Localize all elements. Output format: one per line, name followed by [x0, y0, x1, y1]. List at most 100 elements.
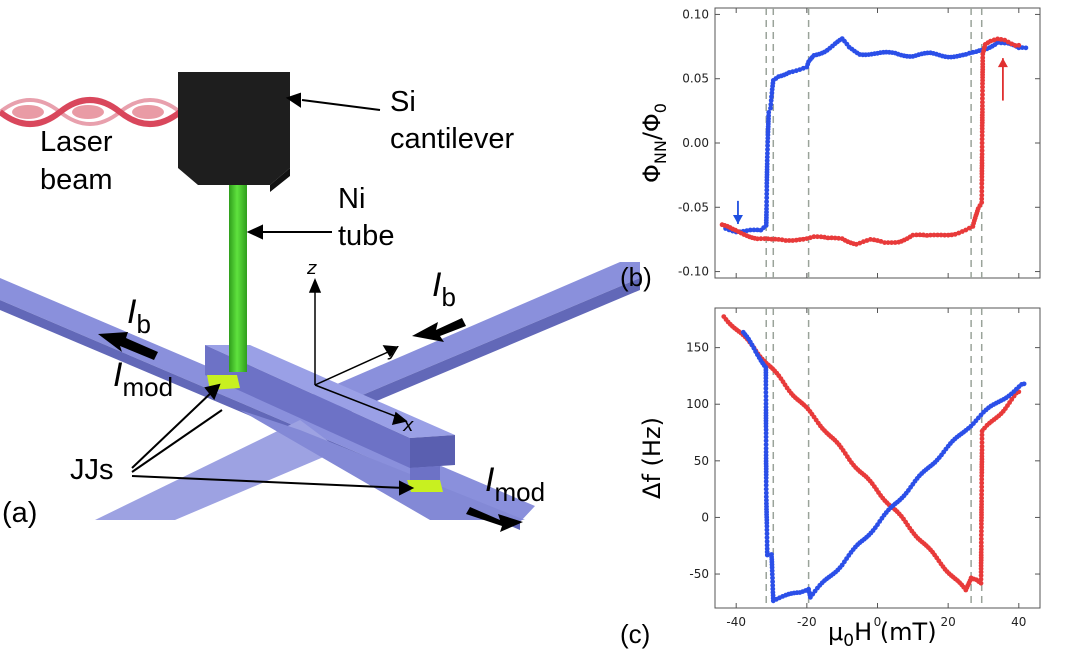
chart-c-series-0-point — [979, 480, 985, 486]
chart-b-series-1-point — [790, 238, 796, 243]
chart-b-series-1-point — [980, 96, 985, 101]
chart-c-ytick-label-1: 100 — [686, 397, 709, 411]
chart-c-xtick-label-4: 40 — [1011, 615, 1026, 629]
chart-b-series-0-point — [765, 139, 771, 145]
chart-c-series-1-point — [764, 531, 770, 537]
chart-b-series-1-point — [979, 151, 985, 157]
chart-b-series-1-point — [979, 200, 985, 205]
current-imod-left-label: Imod — [113, 356, 174, 402]
chart-b-ytick-label-2: 0.00 — [682, 136, 709, 150]
chart-c-series-1-point — [763, 430, 769, 436]
chart-b-series-1-point — [878, 239, 884, 244]
chart-b-series-1-point — [938, 232, 944, 238]
chart-b-series-1-point — [980, 103, 985, 109]
current-imod-right-label: Imod — [485, 461, 546, 507]
chart-c-series-1-point — [764, 539, 770, 544]
chart-b-series-1-point — [832, 235, 838, 241]
chart-b-series-1-point — [980, 92, 985, 98]
chart-b-series-1-point — [769, 236, 774, 242]
chart-b-series-1-point — [979, 192, 985, 198]
cantilever-shade — [270, 168, 290, 192]
chart-b-series-1-point — [988, 38, 993, 44]
chart-c-series-0-point — [978, 573, 984, 578]
chart-b-series-1-point — [980, 99, 985, 105]
modulation-strip-front — [240, 410, 525, 520]
chart-c-ytick-label-4: -50 — [689, 567, 709, 581]
chart-c-series-0-point — [979, 525, 984, 530]
chart-b-arrow-head-0 — [732, 215, 743, 224]
chart-c-xtick-label-2: 0 — [874, 615, 882, 629]
chart-b-series-1-point — [885, 240, 891, 246]
chart-b-series-0-point — [764, 199, 769, 205]
chart-c-series-1-point — [764, 542, 770, 548]
chart-c-series-0-point — [978, 532, 984, 538]
chart-b-series-1-point — [980, 84, 985, 90]
chart-b-series-1-point — [979, 177, 985, 183]
chart-b-series-1-point — [836, 235, 841, 241]
chart-b-series-1-point — [786, 238, 792, 243]
chart-c-series-1-point — [770, 579, 775, 585]
chart-b-series-1-point — [928, 232, 933, 238]
chart-b-series-0-point — [769, 90, 775, 96]
chart-c-series-0-point — [978, 540, 984, 545]
chart-c-series-0-point — [979, 436, 985, 442]
chart-b-series-0-point — [768, 98, 774, 103]
chart-b-series-1-point — [868, 237, 873, 242]
chart-b-series-0-point — [764, 161, 770, 167]
chart-b-series-1-point — [935, 232, 940, 238]
chart-b-series-1-point — [979, 144, 985, 150]
chart-b-series-1-point — [995, 36, 1000, 42]
chart-b-ylabel: ΦNN/Φ0 — [638, 103, 670, 183]
chart-b-series-1-point — [765, 236, 771, 242]
chart-b-series-1-point — [815, 234, 820, 240]
chart-b-series-1-point — [857, 240, 863, 246]
chart-b-series-1-point — [1016, 42, 1022, 48]
chart-b-series-1-point — [980, 58, 986, 64]
chart-c-ytick-label-0: 150 — [686, 341, 709, 355]
chart-b-arrow-head-1 — [997, 58, 1008, 68]
nanotube-icon — [229, 185, 247, 372]
chart-b-series-0-point — [768, 102, 774, 107]
laser-beam-label-line1: Laser — [40, 126, 113, 158]
chart-c-series-1-point — [763, 401, 769, 407]
chart-c-series-0-point — [979, 521, 984, 527]
chart-c-series-1-point — [763, 482, 769, 488]
chart-b-ytick-label-0: 0.10 — [682, 7, 709, 21]
jjs-label: JJs — [70, 454, 114, 486]
chart-b-series-1-point — [979, 188, 985, 194]
chart-b-series-0-point — [768, 105, 773, 111]
chart-b-series-1-point — [825, 235, 831, 241]
chart-c-series-1-point — [763, 479, 769, 484]
chart-c-series-1-point — [763, 382, 769, 388]
chart-c-series-1-point — [763, 438, 769, 444]
chart-b-series-0-point — [764, 195, 770, 201]
chart-b-series-1-point — [1012, 43, 1018, 48]
chart-c-series-0-point — [979, 528, 984, 534]
laser-beam-label-line2: beam — [40, 164, 113, 196]
chart-c-series-1-point — [763, 475, 769, 481]
bias-strip-right-side — [322, 278, 640, 424]
chart-c-series-1-point — [769, 571, 775, 577]
chart-b-ytick-label-3: -0.05 — [678, 200, 709, 214]
coordinate-axes — [308, 278, 408, 426]
tube-label-line2: tube — [338, 220, 395, 252]
chart-b-series-0-point — [755, 227, 760, 233]
chart-b-series-0-point — [751, 227, 757, 233]
panel-a-label: (a) — [2, 497, 38, 529]
chart-c-series-1-point — [763, 449, 769, 455]
chart-c-series-1-point — [763, 379, 769, 384]
device-block-end — [410, 435, 455, 468]
chart-b-series-1-point — [963, 227, 969, 233]
chart-b-series-1-point — [772, 236, 778, 242]
chart-c-series-1-point — [763, 397, 769, 403]
chart-c-series-0-point — [979, 488, 985, 494]
chart-b-series-0-point — [764, 154, 770, 160]
chart-b-ytick-label-1: 0.05 — [682, 72, 709, 86]
bias-strip-right — [300, 262, 640, 412]
chart-c-series-0-point — [979, 476, 985, 482]
chart-c-series-0-point — [1009, 397, 1015, 402]
chart-c-series-1-point — [764, 527, 770, 533]
annotation-arrows — [131, 92, 415, 496]
chart-b-series-1-point — [979, 196, 985, 202]
